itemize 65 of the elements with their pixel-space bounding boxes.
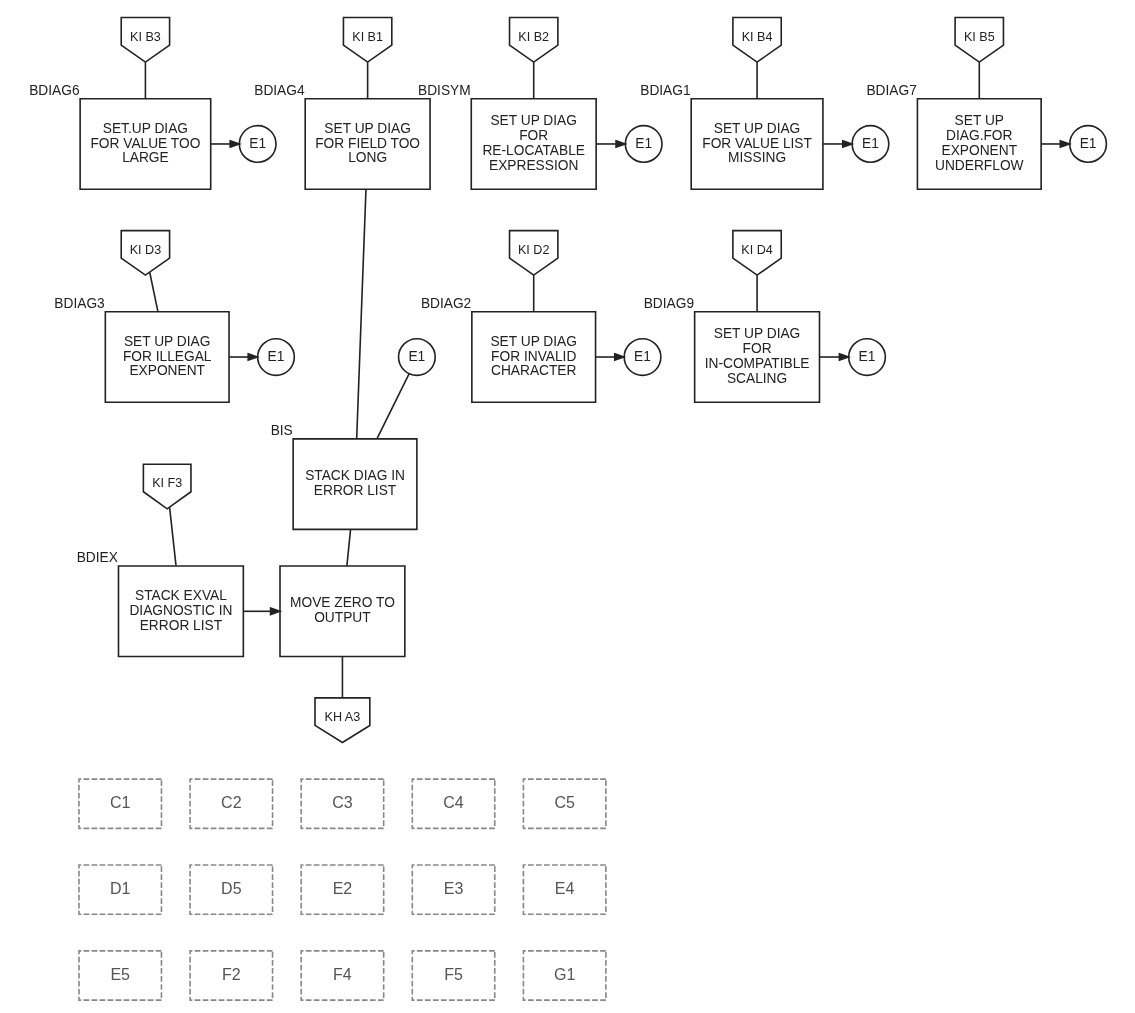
label: D1 <box>109 878 131 897</box>
connector <box>756 61 758 100</box>
connector <box>532 61 535 100</box>
node-label: BDIEX <box>76 550 118 566</box>
node-box: SET UP DIAG FOR RE-LOCATABLE EXPRESSION <box>470 97 597 190</box>
arrow <box>242 606 283 616</box>
connector <box>168 506 177 567</box>
node-label: BDIAG9 <box>643 295 695 311</box>
connector <box>756 274 758 313</box>
node-box: SET.UP DIAG FOR VALUE TOO LARGE <box>79 97 212 190</box>
node-label: BIS <box>270 423 293 439</box>
label: E2 <box>332 878 353 897</box>
node-circle: E1 <box>847 337 887 377</box>
label: C2 <box>221 792 242 811</box>
node-label: BDISYM <box>418 82 471 98</box>
node-box: SET UP DIAG FOR INVALID CHARACTER <box>471 310 597 404</box>
connector <box>346 528 352 567</box>
label: C5 <box>554 792 575 811</box>
node-circle: E1 <box>624 124 663 164</box>
node-box: SET UP DIAG FOR VALUE LIST MISSING <box>690 97 824 190</box>
node-circle: E1 <box>851 124 890 164</box>
connector <box>148 271 159 313</box>
arrow <box>822 139 855 149</box>
node-label: BDIAG3 <box>54 295 105 311</box>
label: F2 <box>221 964 241 983</box>
arrow <box>595 139 628 149</box>
label: C3 <box>332 792 353 811</box>
arrow <box>228 352 260 362</box>
node-circle: E1 <box>623 337 662 377</box>
node-circle: E1 <box>238 124 277 164</box>
label: E3 <box>443 878 464 897</box>
label: E4 <box>554 878 575 897</box>
arrow <box>209 139 242 149</box>
node-circle: E1 <box>397 337 436 377</box>
connector <box>144 61 147 100</box>
connector <box>341 655 344 699</box>
node-label: BDIAG1 <box>640 82 691 98</box>
node-box: SET UP DIAG FOR IN-COMPATIBLE SCALING <box>693 310 821 404</box>
connector <box>532 274 535 313</box>
node-circle: E1 <box>256 337 296 377</box>
connector <box>376 373 410 440</box>
label: C1 <box>109 792 131 811</box>
node-box: MOVE ZERO TO OUTPUT <box>279 565 406 658</box>
node-box: SET UP DIAG FOR FIELD TOO LONG <box>304 97 431 190</box>
arrow <box>1040 139 1072 149</box>
label: D5 <box>221 878 242 897</box>
label: C4 <box>443 792 464 811</box>
label: F4 <box>333 964 352 983</box>
arrow <box>594 352 627 362</box>
node-box: SET UP DIAG FOR ILLEGAL EXPONENT <box>104 310 230 404</box>
node-label: BDIAG2 <box>420 295 472 311</box>
connector <box>366 61 369 100</box>
node-box: SET UP DIAG.FOR EXPONENT UNDERFLOW <box>916 97 1042 190</box>
connector <box>355 188 367 440</box>
connector <box>978 61 981 100</box>
label: E5 <box>110 964 131 983</box>
arrow <box>819 352 851 362</box>
node-box: STACK DIAG IN ERROR LIST <box>292 438 418 531</box>
node-circle: E1 <box>1068 124 1108 164</box>
node-label: BDIAG4 <box>254 82 305 98</box>
label: G1 <box>553 964 576 983</box>
node-box: STACK EXVAL DIAGNOSTIC IN ERROR LIST <box>117 565 245 658</box>
label: F5 <box>444 964 463 983</box>
node-label: BDIAG7 <box>866 82 917 98</box>
node-label: BDIAG6 <box>29 82 80 98</box>
